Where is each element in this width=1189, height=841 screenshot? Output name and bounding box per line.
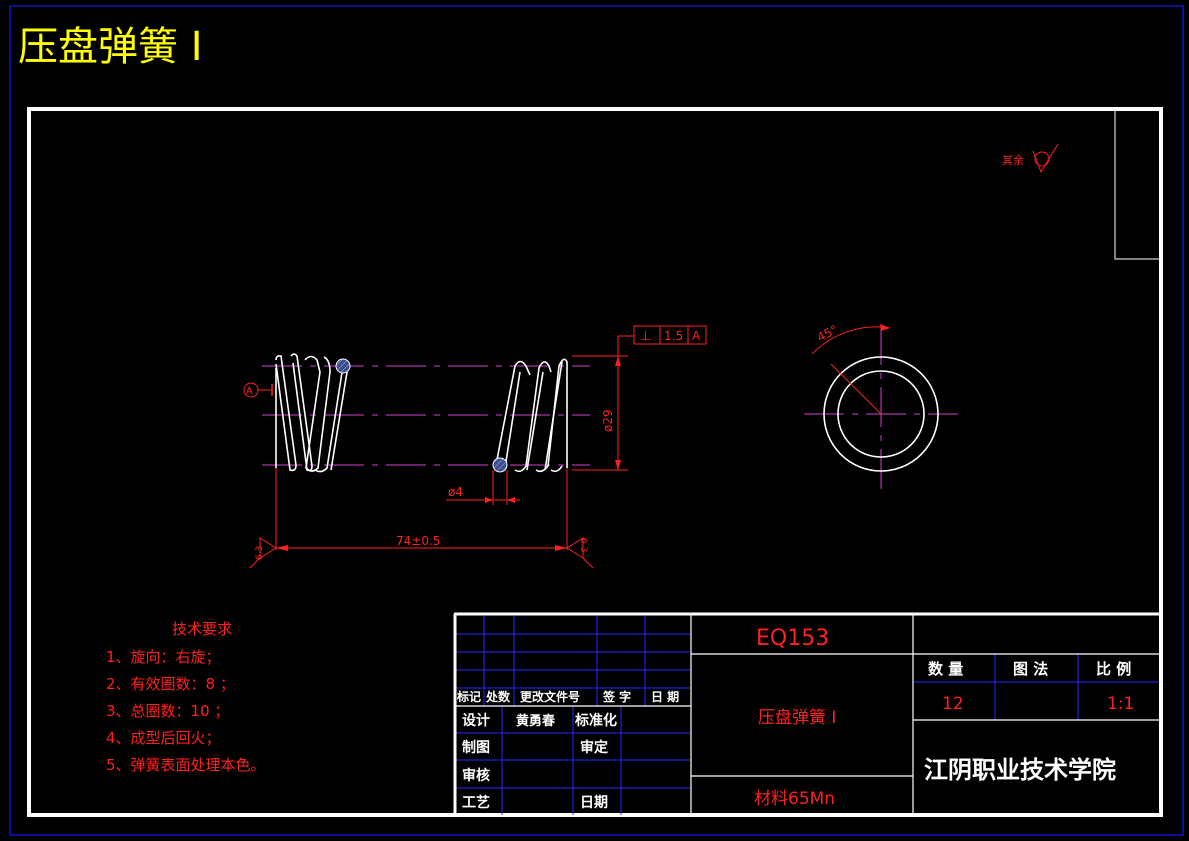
svg-text:设计: 设计 xyxy=(462,712,490,729)
wire-section-bottom xyxy=(492,457,508,473)
datum-marker: A xyxy=(243,382,273,398)
wire-section-top xyxy=(335,358,351,374)
svg-text:数 量: 数 量 xyxy=(928,660,963,678)
perpendicularity-frame: ⊥ 1.5 A xyxy=(633,325,707,345)
wire-diameter-dimension: ø4 xyxy=(446,470,520,505)
tech-item: 3、总圈数：10 ； xyxy=(106,702,229,720)
svg-text:6.3: 6.3 xyxy=(578,538,588,552)
tech-item: 4、成型后回火； xyxy=(106,729,221,747)
svg-text:审核: 审核 xyxy=(462,767,490,784)
free-length-dimension: 74±0.5 xyxy=(276,534,567,551)
svg-text:比 例: 比 例 xyxy=(1096,660,1131,678)
spring-front-view xyxy=(262,353,590,550)
roughness-note: 其余 xyxy=(1002,143,1059,174)
drawing-number: EQ153 xyxy=(756,626,829,651)
svg-text:工艺: 工艺 xyxy=(462,794,490,811)
institution-name: 江阴职业技术学院 xyxy=(924,756,1116,784)
outer-diameter-dimension: ø29 xyxy=(572,335,634,471)
sheet-border xyxy=(9,5,1184,836)
svg-text:图 法: 图 法 xyxy=(1013,660,1048,678)
tech-item: 1、旋向：右旋； xyxy=(106,648,221,666)
svg-text:更改文件号: 更改文件号 xyxy=(520,689,580,704)
svg-text:A: A xyxy=(246,386,253,397)
svg-text:1.5: 1.5 xyxy=(664,329,683,343)
svg-text:其余: 其余 xyxy=(1002,153,1024,167)
tech-title: 技术要求 xyxy=(172,620,232,638)
svg-text:45°: 45° xyxy=(815,322,840,344)
coils-right xyxy=(495,358,568,473)
sheet-title: 压盘弹簧 I xyxy=(18,24,203,70)
roughness-left: 6.3 xyxy=(249,537,277,569)
svg-text:⊥: ⊥ xyxy=(640,329,651,344)
svg-text:标记: 标记 xyxy=(456,689,481,704)
svg-text:日 期: 日 期 xyxy=(651,689,679,704)
material: 材料65Mn xyxy=(754,789,835,809)
svg-text:制图: 制图 xyxy=(462,739,490,756)
svg-text:标准化: 标准化 xyxy=(574,712,617,729)
scale-value: 1:1 xyxy=(1107,694,1134,714)
coils-left xyxy=(275,353,349,473)
tech-requirements: 技术要求 1、旋向：右旋； 2、有效圈数：8 ； 3、总圈数：10 ； 4、成型… xyxy=(106,620,266,774)
spring-end-view: 45° xyxy=(804,322,958,493)
corner-box xyxy=(1114,111,1159,260)
svg-text:处数: 处数 xyxy=(485,689,511,704)
svg-text:日期: 日期 xyxy=(580,795,608,811)
svg-text:黄勇春: 黄勇春 xyxy=(516,713,556,729)
tech-item: 5、弹簧表面处理本色。 xyxy=(106,756,266,774)
quantity-value: 12 xyxy=(942,694,964,714)
svg-text:签 字: 签 字 xyxy=(602,689,631,704)
svg-text:ø4: ø4 xyxy=(448,485,463,499)
tech-item: 2、有效圈数：8 ； xyxy=(106,675,235,693)
svg-text:A: A xyxy=(692,329,701,343)
drawing-frame xyxy=(27,107,1163,817)
svg-text:ø29: ø29 xyxy=(601,409,615,432)
svg-text:74±0.5: 74±0.5 xyxy=(396,534,440,548)
svg-text:审定: 审定 xyxy=(580,739,608,756)
title-block: 标记 处数 更改文件号 签 字 日 期 设计 黄勇春 标准化 制图 审定 审核 … xyxy=(453,612,1161,815)
svg-text:6.3: 6.3 xyxy=(255,546,265,560)
roughness-right: 6.3 xyxy=(566,537,594,569)
part-name: 压盘弹簧 I xyxy=(758,708,836,728)
